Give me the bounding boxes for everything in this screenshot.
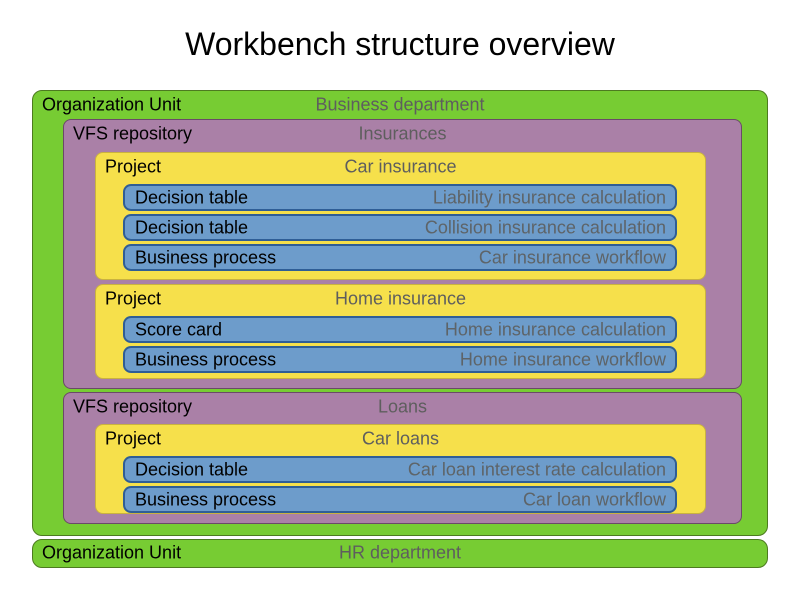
project-type-label: Project	[105, 156, 162, 177]
asset-type-label: Decision table	[135, 459, 249, 479]
asset-name: Collision insurance calculation	[424, 217, 666, 237]
project-name: Car loans	[361, 428, 440, 449]
asset-name: Car insurance workflow	[478, 247, 666, 267]
asset-name: Car loan workflow	[522, 489, 666, 509]
diagram-title: Workbench structure overview	[185, 26, 615, 62]
asset-name: Liability insurance calculation	[432, 187, 666, 207]
project-type-label: Project	[105, 288, 162, 309]
asset-name: Car loan interest rate calculation	[407, 459, 666, 479]
project-box-car-loans: Project Car loans Decision table Car loa…	[95, 424, 706, 514]
project-type-label: Project	[105, 428, 162, 449]
org-unit-name: HR department	[338, 542, 462, 563]
asset-type-label: Business process	[135, 247, 277, 267]
asset-type-label: Decision table	[135, 217, 249, 237]
org-unit-box-hr-department: Organization Unit HR department	[32, 539, 768, 568]
org-unit-box-business-department: Organization Unit Business department VF…	[32, 90, 768, 536]
asset-type-label: Business process	[135, 349, 277, 369]
asset-row-home-insurance-workflow: Business process Home insurance workflow	[123, 346, 677, 373]
project-header: Project Car insurance	[96, 153, 705, 181]
asset-name: Home insurance workflow	[459, 349, 666, 369]
asset-row-car-loan-interest-rate-calculation: Decision table Car loan interest rate ca…	[123, 456, 677, 483]
repository-header: VFS repository Loans	[64, 393, 741, 421]
org-unit-header: Organization Unit HR department	[33, 540, 767, 566]
repository-name: Loans	[377, 396, 428, 417]
repository-box-insurances: VFS repository Insurances Project Car in…	[63, 119, 742, 389]
project-name: Car insurance	[344, 156, 457, 177]
asset-row-collision-insurance-calculation: Decision table Collision insurance calcu…	[123, 214, 677, 241]
repository-box-loans: VFS repository Loans Project Car loans D…	[63, 392, 742, 524]
repository-name: Insurances	[358, 123, 447, 144]
org-unit-header: Organization Unit Business department	[33, 91, 767, 119]
project-name: Home insurance	[334, 288, 467, 309]
asset-type-label: Score card	[135, 319, 223, 339]
repository-header: VFS repository Insurances	[64, 120, 741, 148]
asset-type-label: Business process	[135, 489, 277, 509]
asset-row-car-insurance-workflow: Business process Car insurance workflow	[123, 244, 677, 271]
asset-type-label: Decision table	[135, 187, 249, 207]
asset-row-liability-insurance-calculation: Decision table Liability insurance calcu…	[123, 184, 677, 211]
org-unit-type-label: Organization Unit	[42, 94, 182, 115]
org-unit-name: Business department	[315, 94, 485, 115]
org-unit-type-label: Organization Unit	[42, 542, 182, 563]
project-header: Project Car loans	[96, 425, 705, 453]
asset-row-car-loan-workflow: Business process Car loan workflow	[123, 486, 677, 513]
repository-type-label: VFS repository	[73, 123, 193, 144]
asset-name: Home insurance calculation	[444, 319, 666, 339]
asset-row-home-insurance-calculation: Score card Home insurance calculation	[123, 316, 677, 343]
project-box-home-insurance: Project Home insurance Score card Home i…	[95, 284, 706, 379]
repository-type-label: VFS repository	[73, 396, 193, 417]
project-header: Project Home insurance	[96, 285, 705, 313]
project-box-car-insurance: Project Car insurance Decision table Lia…	[95, 152, 706, 280]
